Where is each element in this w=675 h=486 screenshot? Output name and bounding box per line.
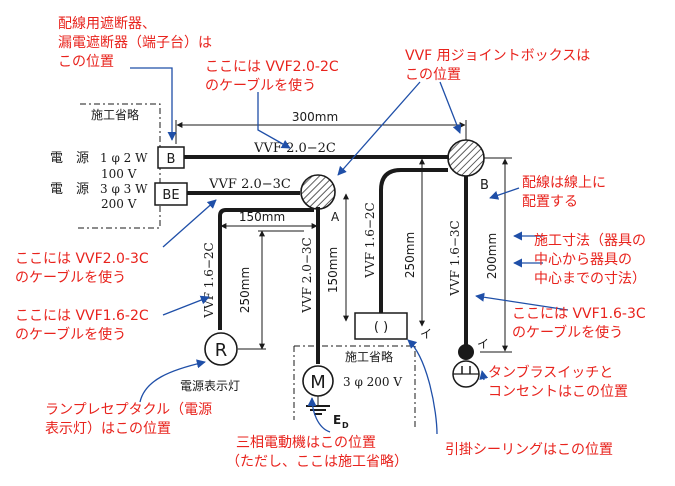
junction-box-b: B bbox=[447, 139, 489, 193]
svg-text:三相電動機はこの位置: 三相電動機はこの位置 bbox=[236, 435, 376, 451]
cable-label-right-v: VVF 1.6−3C bbox=[448, 220, 462, 296]
note-cable-2-3c: ここには VVF2.0-3C のケーブルを使う bbox=[15, 251, 149, 286]
svg-text:300mm: 300mm bbox=[292, 110, 338, 124]
motor: M 3 φ 200 V bbox=[302, 365, 402, 406]
svg-text:配線用遮断器、: 配線用遮断器、 bbox=[58, 16, 156, 32]
power-source-3phase: 電 源 3 φ 3 W 200 V bbox=[50, 182, 148, 211]
svg-text:150mm: 150mm bbox=[239, 210, 285, 224]
omitted-label-top: 施工省略 bbox=[91, 107, 139, 122]
svg-text:ここには VVF2.0-3C: ここには VVF2.0-3C bbox=[15, 251, 149, 267]
svg-text:BE: BE bbox=[162, 188, 179, 203]
svg-text:中心までの寸法）: 中心までの寸法） bbox=[534, 271, 646, 287]
note-jbox-position: VVF 用ジョイントボックスは この位置 bbox=[405, 48, 590, 83]
svg-text:200 V: 200 V bbox=[101, 197, 137, 211]
junction-box-a: A bbox=[300, 174, 340, 224]
svg-text:表示灯）はこの位置: 表示灯）はこの位置 bbox=[45, 421, 171, 437]
cable-label-mid: VVF 2.0−3C bbox=[208, 177, 291, 192]
svg-text:E: E bbox=[333, 413, 341, 427]
cable-label-top: VVF 2.0−2C bbox=[253, 141, 336, 156]
cable-label-left-v: VVF 1.6−2C bbox=[202, 242, 216, 318]
svg-text:M: M bbox=[310, 372, 326, 393]
dimension-300: 300mm bbox=[175, 110, 467, 144]
wire-left bbox=[218, 208, 314, 330]
svg-text:B: B bbox=[167, 152, 176, 167]
dimension-250-left: 250mm bbox=[238, 230, 304, 350]
svg-text:3 φ 3 W: 3 φ 3 W bbox=[100, 182, 148, 196]
leader-arrows bbox=[130, 67, 569, 435]
svg-text:ここには VVF1.6-3C: ここには VVF1.6-3C bbox=[512, 306, 646, 322]
dimension-150-h: 150mm bbox=[220, 210, 318, 229]
svg-text:電 源: 電 源 bbox=[50, 182, 89, 197]
svg-text:この位置: この位置 bbox=[58, 54, 114, 70]
svg-text:コンセントはこの位置: コンセントはこの位置 bbox=[488, 384, 628, 400]
outlet bbox=[452, 360, 480, 388]
svg-text:250mm: 250mm bbox=[403, 232, 417, 278]
svg-text:イ: イ bbox=[420, 327, 432, 341]
wire-ceiling bbox=[379, 168, 448, 313]
svg-text:（ただし、ここは施工省略）: （ただし、ここは施工省略） bbox=[226, 454, 408, 470]
svg-text:中心から器具の: 中心から器具の bbox=[534, 252, 632, 268]
svg-text:ランプレセプタクル（電源: ランプレセプタクル（電源 bbox=[45, 402, 212, 418]
wires bbox=[184, 155, 468, 364]
svg-text:ここには VVF1.6-2C: ここには VVF1.6-2C bbox=[15, 308, 149, 324]
cable-label-ceiling-v: VVF 1.6−2C bbox=[363, 202, 377, 278]
svg-text:のケーブルを使う: のケーブルを使う bbox=[512, 324, 623, 341]
note-motor-position: 三相電動機はこの位置 （ただし、ここは施工省略） bbox=[226, 435, 408, 470]
note-dimension: 施工寸法（器具の 中心から器具の 中心までの寸法） bbox=[534, 233, 646, 287]
svg-text:A: A bbox=[331, 210, 340, 224]
svg-text:3 φ 200 V: 3 φ 200 V bbox=[343, 375, 402, 389]
svg-text:150mm: 150mm bbox=[326, 247, 340, 293]
note-wiring-on-line: 配線は線上に 配置する bbox=[522, 175, 606, 210]
svg-text:イ: イ bbox=[477, 337, 489, 351]
svg-text:配線は線上に: 配線は線上に bbox=[522, 175, 606, 191]
svg-text:配置する: 配置する bbox=[522, 194, 578, 210]
svg-text:VVF 用ジョイントボックスは: VVF 用ジョイントボックスは bbox=[405, 48, 590, 64]
svg-text:電源表示灯: 電源表示灯 bbox=[180, 379, 240, 393]
svg-text:ここには VVF2.0-2C: ここには VVF2.0-2C bbox=[205, 59, 339, 75]
svg-text:( ): ( ) bbox=[374, 320, 388, 335]
svg-text:電 源: 電 源 bbox=[50, 151, 89, 166]
svg-text:タンブラスイッチと: タンブラスイッチと bbox=[488, 364, 613, 381]
svg-text:のケーブルを使う: のケーブルを使う bbox=[205, 77, 316, 94]
svg-text:のケーブルを使う: のケーブルを使う bbox=[15, 326, 126, 343]
ground-symbol: E D bbox=[306, 405, 349, 430]
svg-text:施工寸法（器具の: 施工寸法（器具の bbox=[534, 233, 646, 249]
svg-text:D: D bbox=[342, 421, 349, 430]
lamp-receptacle: R 電源表示灯 bbox=[180, 332, 240, 393]
svg-text:200mm: 200mm bbox=[485, 233, 499, 279]
note-ceiling-position: 引掛シーリングはこの位置 bbox=[445, 442, 613, 458]
svg-text:この位置: この位置 bbox=[405, 67, 461, 83]
dimension-250-right: 250mm bbox=[403, 158, 425, 327]
tumbler-switch: イ bbox=[458, 337, 489, 360]
breaker-box-b: B bbox=[157, 146, 185, 169]
hook-ceiling: ( ) イ bbox=[354, 312, 432, 341]
note-cable-1-6-2c: ここには VVF1.6-2C のケーブルを使う bbox=[15, 308, 149, 343]
svg-text:1 φ 2 W: 1 φ 2 W bbox=[100, 151, 148, 165]
note-switch-position: タンブラスイッチと コンセントはこの位置 bbox=[488, 364, 628, 400]
note-cable-2c-top: ここには VVF2.0-2C のケーブルを使う bbox=[205, 59, 339, 94]
svg-text:250mm: 250mm bbox=[238, 267, 252, 313]
note-receptacle-position: ランプレセプタクル（電源 表示灯）はこの位置 bbox=[45, 402, 212, 437]
breaker-box-be: BE bbox=[154, 182, 188, 206]
svg-text:100 V: 100 V bbox=[101, 167, 137, 181]
svg-text:漏電遮断器（端子台）は: 漏電遮断器（端子台）は bbox=[58, 35, 212, 51]
cable-label-motor-v: VVF 2.0−3C bbox=[300, 237, 314, 313]
svg-text:のケーブルを使う: のケーブルを使う bbox=[15, 269, 126, 286]
svg-text:B: B bbox=[480, 178, 489, 193]
note-breaker-position: 配線用遮断器、 漏電遮断器（端子台）は この位置 bbox=[58, 16, 212, 70]
dimension-150-v: 150mm bbox=[326, 193, 349, 322]
power-source-1phase: 電 源 1 φ 2 W 100 V bbox=[50, 151, 148, 181]
note-cable-1-6-3c: ここには VVF1.6-3C のケーブルを使う bbox=[512, 306, 646, 341]
omitted-label-bottom: 施工省略 bbox=[345, 349, 393, 364]
dimension-200: 200mm bbox=[480, 157, 512, 353]
svg-text:R: R bbox=[215, 340, 228, 361]
